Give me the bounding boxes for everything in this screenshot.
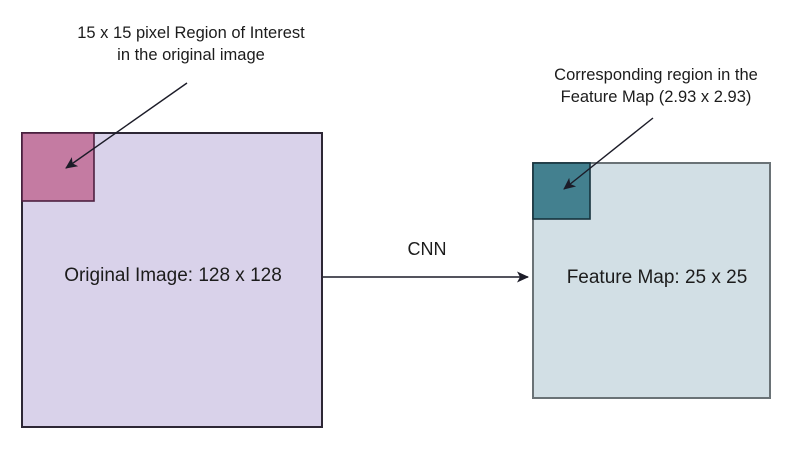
feature-annotation-line2: Feature Map (2.93 x 2.93): [561, 88, 752, 106]
feature-region-box: [532, 162, 591, 220]
feature-map-label: Feature Map: 25 x 25: [567, 267, 748, 288]
feature-annotation-arrow: [563, 117, 654, 190]
original-image-label: Original Image: 128 x 128: [64, 265, 282, 286]
roi-annotation-line1: 15 x 15 pixel Region of Interest: [77, 24, 305, 42]
roi-annotation-arrow: [65, 82, 188, 169]
feature-annotation-line1: Corresponding region in the: [554, 66, 758, 84]
cnn-label: CNN: [408, 239, 447, 259]
roi-box: [21, 132, 95, 202]
roi-annotation-line2: in the original image: [117, 46, 265, 64]
